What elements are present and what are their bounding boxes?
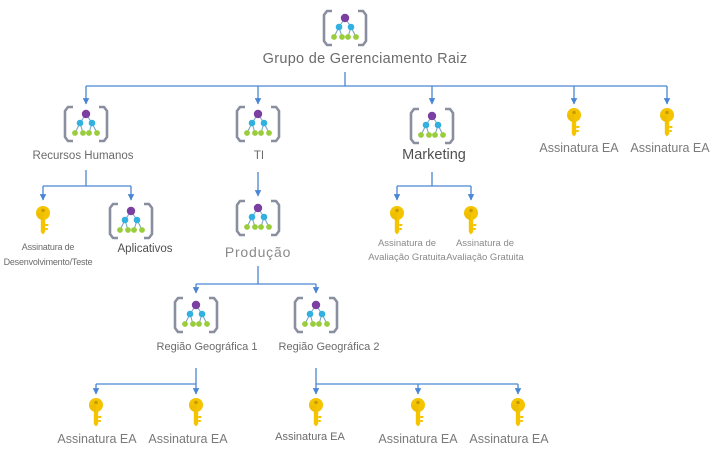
- key-icon: [511, 398, 525, 427]
- management-group-icon: [293, 296, 339, 334]
- root-group-label: Grupo de Gerenciamento Raiz: [262, 51, 468, 67]
- group-label-producao: Produção: [224, 244, 292, 260]
- subscription-label: Assinatura EA: [275, 431, 345, 443]
- key-icon: [567, 108, 581, 137]
- key-icon: [89, 398, 103, 427]
- key-icon: [36, 206, 50, 235]
- subscription-label: Assinatura EA: [469, 432, 549, 446]
- subscription-label-trial: Assinatura de Avaliação Gratuita: [368, 238, 446, 263]
- key-icon: [660, 108, 674, 137]
- subscription-label: Assinatura EA: [539, 141, 619, 155]
- key-icon: [464, 206, 478, 235]
- management-group-icon: [63, 105, 109, 143]
- management-group-icon: [235, 105, 281, 143]
- subscription-label: Assinatura EA: [630, 141, 710, 155]
- key-icon: [411, 398, 425, 427]
- key-icon: [309, 398, 323, 427]
- management-group-icon: [322, 9, 368, 47]
- subscription-label: Assinatura EA: [378, 432, 458, 446]
- group-label-ti: TI: [253, 150, 265, 162]
- subscription-label: Assinatura EA: [57, 432, 137, 446]
- group-label-marketing: Marketing: [402, 147, 466, 163]
- subscription-label: Assinatura EA: [148, 432, 228, 446]
- group-label-geo-1: Região Geográfica 1: [156, 341, 258, 353]
- management-group-icon: [108, 202, 154, 240]
- management-group-icon: [409, 107, 455, 145]
- connectors: [39, 72, 671, 395]
- group-label-aplicativos: Aplicativos: [117, 243, 173, 255]
- key-icon: [390, 206, 404, 235]
- management-group-icon: [235, 199, 281, 237]
- group-label-recursos-humanos: Recursos Humanos: [32, 150, 134, 162]
- subscription-label-dev-test: Assinatura de Desenvolvimento/Teste: [3, 242, 93, 268]
- key-icon: [189, 398, 203, 427]
- subscription-label-trial: Assinatura de Avaliação Gratuita: [446, 238, 524, 263]
- group-label-geo-2: Região Geográfica 2: [278, 341, 380, 353]
- management-group-icon: [173, 296, 219, 334]
